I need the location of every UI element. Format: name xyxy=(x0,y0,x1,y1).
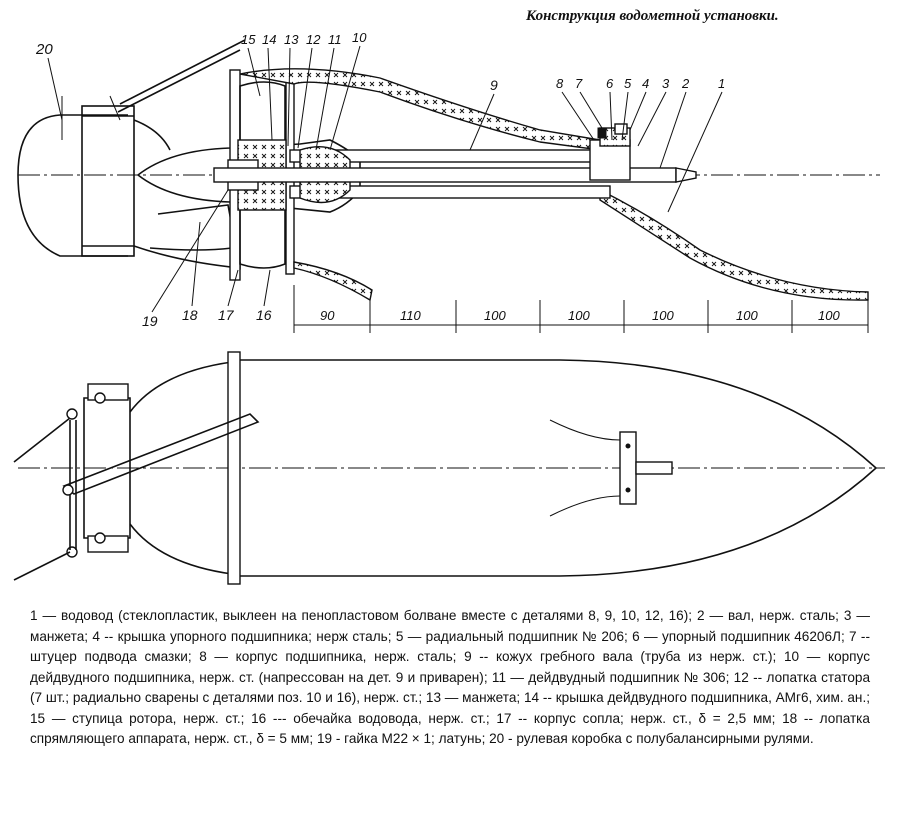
hull-outline xyxy=(240,359,878,577)
label-10: 10 xyxy=(352,30,367,45)
rotor-blade-bottom xyxy=(239,199,286,269)
dim-label: 110 xyxy=(400,308,421,323)
label-2: 2 xyxy=(681,76,690,91)
dim-label: 100 xyxy=(484,308,506,323)
dim-label: 100 xyxy=(736,308,758,323)
water-duct-bottom xyxy=(599,188,869,301)
label-11: 11 xyxy=(328,32,342,47)
section-view xyxy=(17,39,880,333)
caption-text: 1 — водовод (стеклопластик, выклеен на п… xyxy=(30,608,870,746)
label-5: 5 xyxy=(624,76,632,91)
label-16: 16 xyxy=(256,307,272,323)
label-6: 6 xyxy=(606,76,614,91)
leader-lines-top xyxy=(47,45,723,213)
steering-box-shell xyxy=(17,114,128,257)
flange xyxy=(227,351,241,585)
label-8: 8 xyxy=(556,76,564,91)
label-3: 3 xyxy=(662,76,670,91)
waterjet-drawing: 20 15 14 13 12 11 10 9 8 7 6 5 4 3 2 1 1 xyxy=(13,30,885,585)
part-labels-bottom: 19 18 17 16 xyxy=(142,189,272,329)
bearing-flange xyxy=(619,431,637,505)
label-19: 19 xyxy=(142,313,158,329)
dim-label: 100 xyxy=(818,308,840,323)
label-4: 4 xyxy=(642,76,649,91)
label-13: 13 xyxy=(284,32,299,47)
label-12: 12 xyxy=(306,32,321,47)
label-14: 14 xyxy=(262,32,276,47)
dimension-labels: 90 110 100 100 100 100 100 xyxy=(320,308,840,323)
grease-fitting-7 xyxy=(597,127,607,139)
label-1: 1 xyxy=(718,76,725,91)
shaft-tube-bottom xyxy=(289,185,611,199)
label-18: 18 xyxy=(182,307,198,323)
steering-box-frame xyxy=(81,105,135,257)
plan-view xyxy=(13,351,885,585)
label-15: 15 xyxy=(241,32,256,47)
dim-label: 100 xyxy=(652,308,674,323)
dim-label: 90 xyxy=(320,308,335,323)
dim-label: 100 xyxy=(568,308,590,323)
duct-lip-bottom xyxy=(293,261,373,302)
dimension-line xyxy=(293,285,869,333)
label-17: 17 xyxy=(218,307,235,323)
label-9: 9 xyxy=(490,77,498,93)
shaft-end xyxy=(635,461,673,475)
figure-title: Конструкция водометной установки. xyxy=(526,8,779,24)
part-labels-top: 20 15 14 13 12 11 10 9 8 7 6 5 4 3 2 1 xyxy=(35,30,725,93)
steering-rod xyxy=(119,39,246,105)
label-7: 7 xyxy=(575,76,583,91)
label-20: 20 xyxy=(35,41,53,58)
